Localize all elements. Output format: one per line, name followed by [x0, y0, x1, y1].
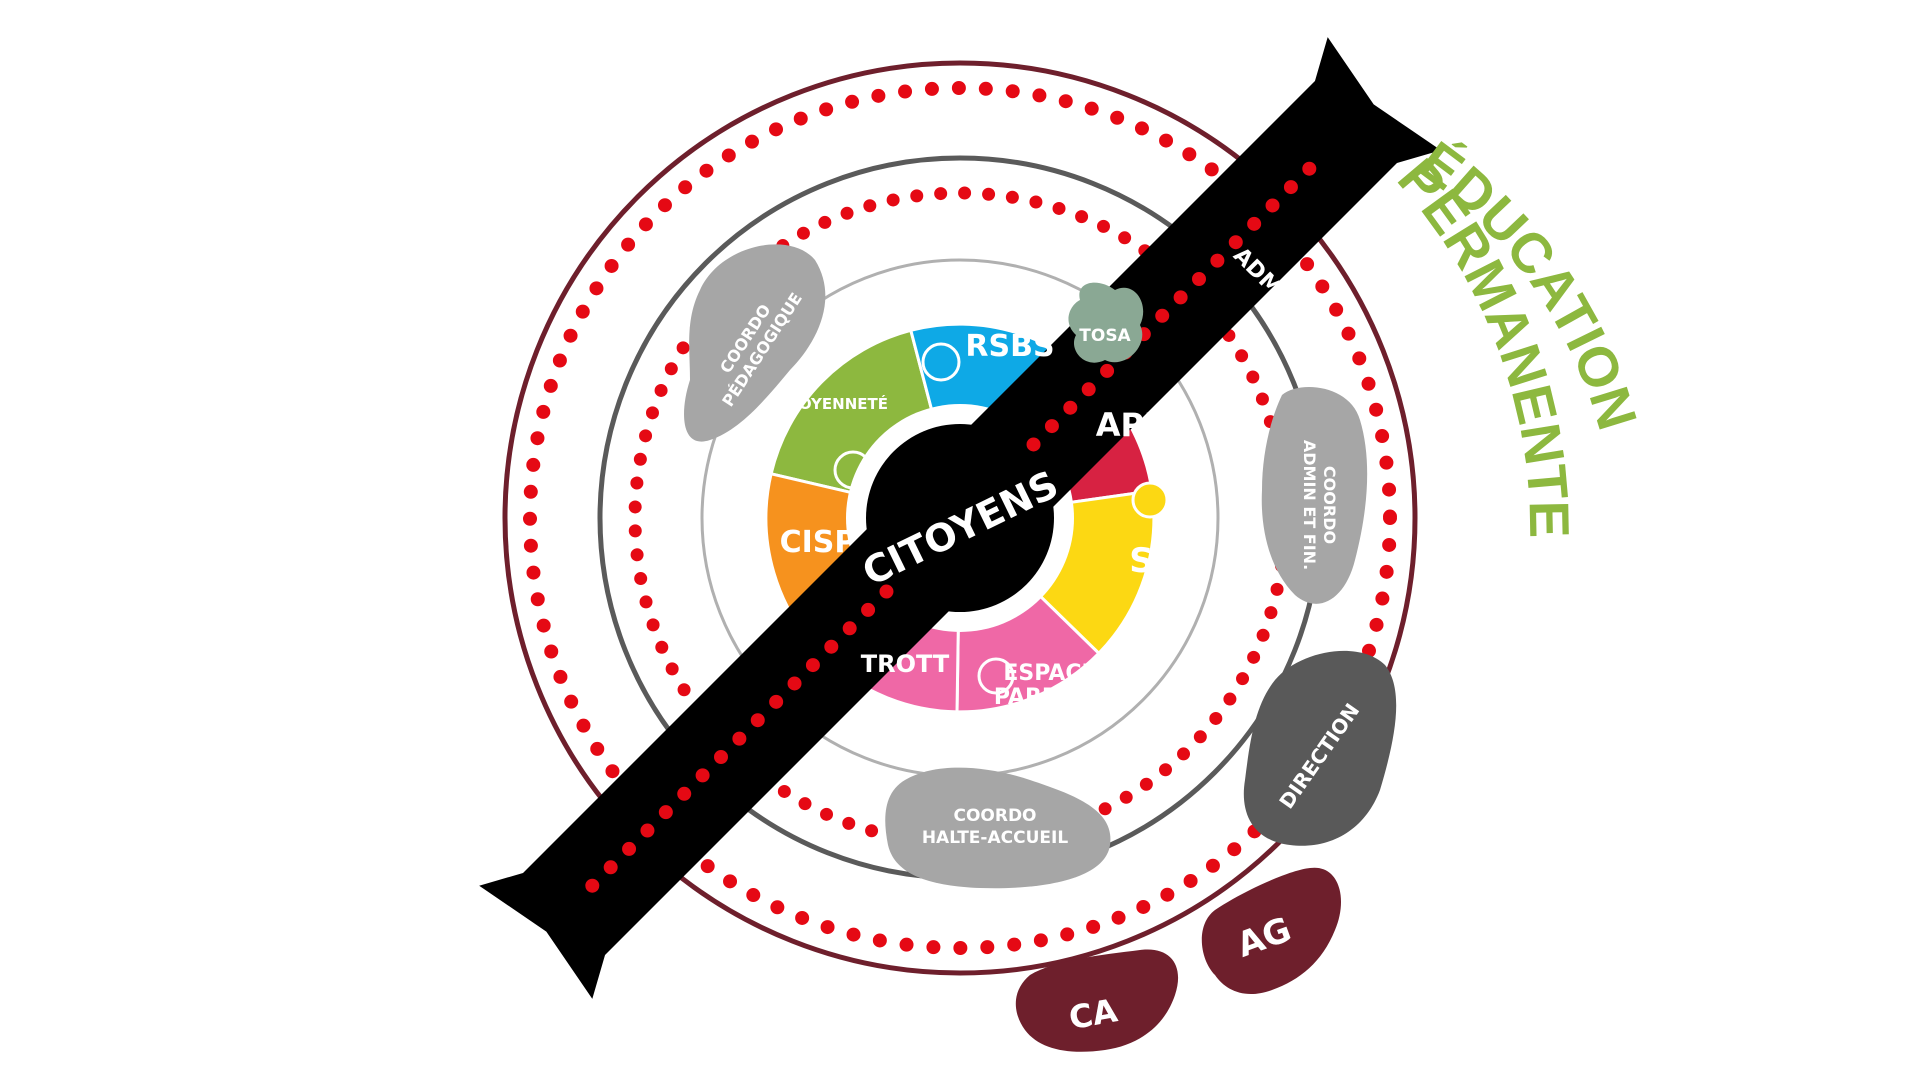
knob-blue: [921, 342, 961, 382]
bubble-coordo-halte-accueil: [885, 767, 1111, 889]
knob-pink: [977, 657, 1015, 695]
bubble-direction: [1243, 650, 1397, 846]
bubble-ca-label: CA: [1066, 991, 1120, 1037]
bubble-coordo-admin-fin: [1261, 387, 1368, 604]
knob-yellow: [1131, 481, 1169, 519]
bubble-ca: [1015, 949, 1179, 1052]
bubble-tosa-label: TOSA: [1079, 326, 1131, 346]
bubble-tosa: [1068, 282, 1144, 363]
segment-label-rsbs: RSBS: [965, 329, 1054, 364]
bubble-ag: [1201, 867, 1342, 995]
segment-label-citoyennete: CITOYENNETÉ: [772, 394, 888, 413]
segment-label-parents: PARENTS: [994, 685, 1106, 710]
coordo-admin-fin-line2: ADMIN ET FIN.: [1300, 440, 1319, 570]
segment-label-cisp: CISP: [780, 525, 857, 560]
bubble-coordo-pedagogique: [684, 244, 826, 442]
segment-label-apl: APL: [1096, 406, 1165, 444]
outer-dotted-ring: [523, 81, 1397, 955]
coordo-admin-fin-line1: COORDO: [1320, 466, 1339, 544]
outer-ring: [502, 60, 1418, 976]
segment-label-trott: TROTT: [861, 650, 950, 678]
segment-label-sis: SIS: [1129, 541, 1191, 581]
coordo-halte-accueil-line2: HALTE-ACCUEIL: [922, 828, 1069, 848]
segment-label-espace: ESPACE: [1003, 661, 1096, 686]
center-disc: [866, 424, 1054, 612]
coordo-halte-accueil-line1: COORDO: [953, 806, 1036, 826]
bubble-coordo-admin-fin-text: COORDO ADMIN ET FIN.: [1300, 440, 1339, 570]
